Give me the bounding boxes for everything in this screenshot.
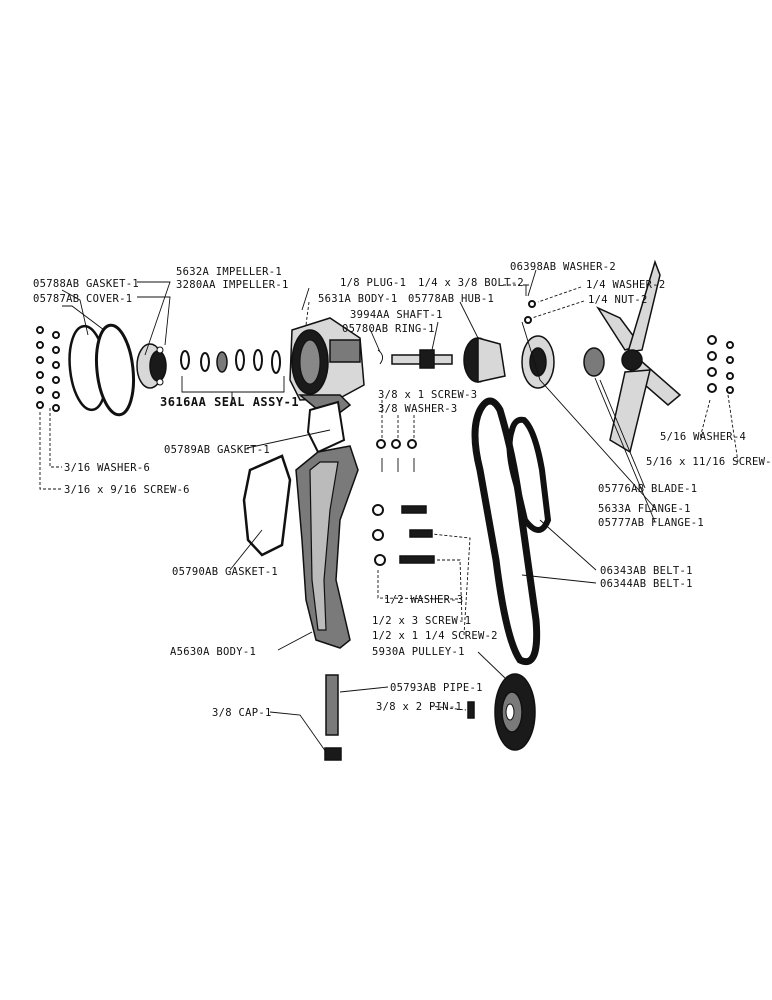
impeller-shape: [136, 343, 167, 389]
label-washer-half: 1/2 WASHER-3: [384, 594, 463, 606]
label-washer-quarter: 1/4 WASHER-2: [586, 279, 665, 291]
label-screw-half-114: 1/2 x 1 1/4 SCREW-2: [372, 630, 498, 642]
label-seal-assy: 3616AA SEAL ASSY-1: [160, 395, 299, 409]
label-belt-06343ab: 06343AB BELT-1: [600, 565, 693, 577]
label-belt-06344ab: 06344AB BELT-1: [600, 578, 693, 590]
label-pin: 3/8 x 2 PIN-1: [376, 701, 462, 713]
label-washer-3: 3/8 WASHER-3: [378, 403, 457, 415]
label-cap: 3/8 CAP-1: [212, 707, 272, 719]
label-flange-5633a: 5633A FLANGE-1: [598, 503, 691, 515]
fan-blade-shape: [595, 259, 682, 454]
leader-lines: [39, 269, 739, 753]
label-cover-05787ab: 05787AB COVER-1: [33, 293, 132, 305]
label-pipe: 05793AB PIPE-1: [390, 682, 483, 694]
right-washers-screws: [707, 335, 734, 394]
hub-shape: [463, 337, 506, 383]
label-screw-3: 3/8 x 1 SCREW-3: [378, 389, 477, 401]
gasket-05790ab-shape: [242, 454, 292, 557]
pipe-shape: [325, 674, 339, 736]
seal-assy-shape: [180, 349, 281, 374]
cover-05787ab-shape: [94, 323, 136, 417]
label-washer-4: 5/16 WASHER-4: [660, 431, 746, 443]
label-plug: 1/8 PLUG-1: [340, 277, 406, 289]
label-shaft: 3994AA SHAFT-1: [350, 309, 443, 321]
bolt-washer-nut-shape: [523, 284, 536, 324]
label-gasket-05790ab: 05790AB GASKET-1: [172, 566, 278, 578]
label-gasket-05788ab: 05788AB GASKET-1: [33, 278, 139, 290]
label-ring: 05780AB RING-1: [342, 323, 435, 335]
belt-06344ab-shape: [471, 397, 541, 666]
label-washer-06398ab: 06398AB WASHER-2: [510, 261, 616, 273]
label-screw-6: 3/16 x 9/16 SCREW-6: [64, 484, 190, 496]
label-bolt: 1/4 x 3/8 BOLT-2: [418, 277, 524, 289]
left-washers-screws: [36, 326, 60, 412]
belt-06343ab-shape: [506, 416, 552, 533]
label-screw-half-3: 1/2 x 3 SCREW-1: [372, 615, 471, 627]
label-body-a5630a: A5630A BODY-1: [170, 646, 256, 658]
label-hub: 05778AB HUB-1: [408, 293, 494, 305]
shaft-shape: [377, 349, 453, 369]
label-washer-6: 3/16 WASHER-6: [64, 462, 150, 474]
pin-shape: [467, 701, 475, 719]
screws-3-8-shape: [376, 439, 417, 472]
flange-shape: [521, 335, 555, 389]
label-nut: 1/4 NUT-2: [588, 294, 648, 306]
label-gasket-05789ab: 05789AB GASKET-1: [164, 444, 270, 456]
gasket-05789ab-shape: [306, 400, 346, 454]
label-body-5631a: 5631A BODY-1: [318, 293, 397, 305]
flange-5633a-shape: [583, 347, 605, 377]
cap-shape: [324, 747, 342, 761]
label-pulley: 5930A PULLEY-1: [372, 646, 465, 658]
screws-1-2-shape: [372, 504, 435, 566]
label-blade: 05776AB BLADE-1: [598, 483, 697, 495]
pulley-shape: [494, 673, 536, 751]
label-impeller-5632a: 5632A IMPELLER-1: [176, 266, 282, 278]
label-flange-05777ab: 05777AB FLANGE-1: [598, 517, 704, 529]
label-screw-4: 5/16 x 11/16 SCREW-4: [646, 456, 772, 468]
label-impeller-3280aa: 3280AA IMPELLER-1: [176, 279, 289, 291]
